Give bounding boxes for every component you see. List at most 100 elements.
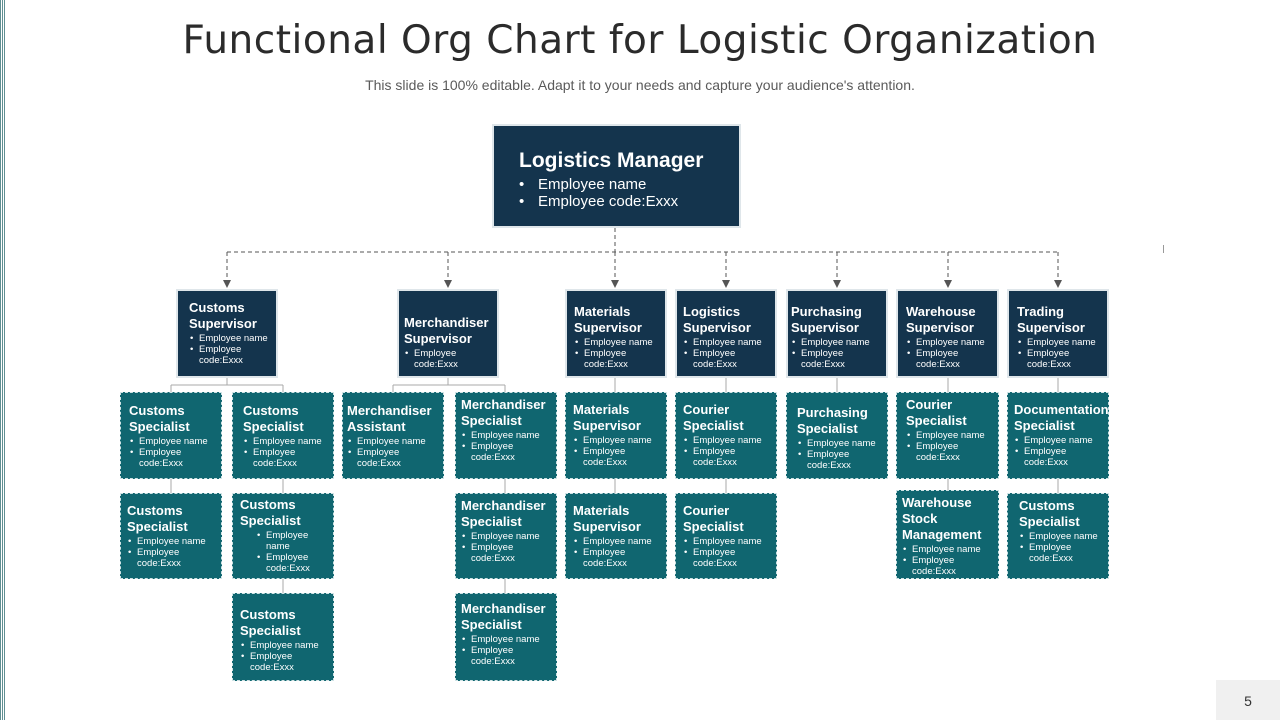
employee-code-item: Employee code:Exxx [128,547,218,569]
employee-name-item: Employee name [462,531,553,542]
employee-name-item: Employee name [257,530,318,552]
customs-specialist-box: Customs Specialist Employee nameEmployee… [232,593,334,681]
employee-code-item: Employee code:Exxx [190,344,272,366]
employee-code-item: Employee code:Exxx [684,348,771,370]
employee-name-item: Employee name [1018,337,1103,348]
employee-code-item: Employee code:Exxx [1018,348,1103,370]
documentation-specialist-box: Documentation Specialist Employee nameEm… [1007,392,1109,479]
employee-name-item: Employee name [128,536,218,547]
employee-name-item: Employee name [130,436,218,447]
employee-code-item: Employee code:Exxx [574,547,663,569]
box-title: Courier Specialist [906,397,967,428]
employee-name-item: Employee name [907,337,993,348]
merchandiser-specialist-box: Merchandiser Specialist Employee nameEmp… [455,493,557,579]
employee-code-item: Employee code:Exxx [907,441,995,463]
employee-code-item: Employee code:Exxx [574,446,663,468]
employee-name-item: Employee name [462,634,553,645]
customs-supervisor-box: Customs Supervisor Employee nameEmployee… [176,289,278,378]
box-title: Purchasing Supervisor [791,304,862,335]
box-title: Logistics Supervisor [683,304,751,335]
left-edge-stripe [0,0,6,720]
box-title: Customs Supervisor [189,300,257,331]
box-title: Merchandiser Specialist [461,601,546,632]
employee-name-item: Employee name [574,435,663,446]
employee-code-item: Employee code:Exxx [684,547,773,569]
employee-name-item: Employee name [798,438,884,449]
merchandiser-specialist-box: Merchandiser Specialist Employee nameEmp… [455,392,557,479]
box-title: Customs Specialist [1019,498,1080,529]
employee-code-item: Employee code:Exxx [405,348,495,370]
box-title: Customs Specialist [243,403,304,434]
box-title: Customs Specialist [129,403,190,434]
purchasing-supervisor-box: Purchasing Supervisor Employee nameEmplo… [786,289,888,378]
courier-specialist-box: Courier Specialist Employee nameEmployee… [675,392,777,479]
courier-specialist-box: Courier Specialist Employee nameEmployee… [675,493,777,579]
box-title: Warehouse Stock Management [902,495,982,542]
employee-name-item: Employee name [244,436,330,447]
employee-name-item: Employee name [348,436,440,447]
employee-code-item: Employee code:Exxx [1020,542,1105,564]
box-title: Warehouse Supervisor [906,304,976,335]
merchandiser-assistant-box: Merchandiser Assistant Employee nameEmpl… [342,392,444,479]
box-title: Merchandiser Assistant [347,403,432,434]
employee-name-item: Employee name [792,337,882,348]
logistics-supervisor-box: Logistics Supervisor Employee nameEmploy… [675,289,777,378]
customs-specialist-box: Customs Specialist Employee nameEmployee… [232,392,334,479]
materials-supervisor-box: Materials Supervisor Employee nameEmploy… [565,289,667,378]
employee-code-item: Employee code:Exxx [1015,446,1105,468]
materials-supervisor-box: Materials Supervisor Employee nameEmploy… [565,493,667,579]
box-title: Documentation Specialist [1014,402,1109,433]
courier-specialist-box: Courier Specialist Employee nameEmployee… [896,392,999,479]
employee-name-item: Employee name [684,536,773,547]
employee-code-item: Employee code:Exxx [792,348,882,370]
merchandiser-supervisor-box: Merchandiser Supervisor Employee code:Ex… [397,289,499,378]
box-title: Trading Supervisor [1017,304,1085,335]
box-title: Merchandiser Supervisor [404,315,489,346]
box-title: Purchasing Specialist [797,405,868,436]
box-title: Logistics Manager [519,149,704,172]
employee-code-item: Employee code:Exxx [348,447,440,469]
employee-name-item: Employee name [684,337,771,348]
merchandiser-specialist-box: Merchandiser Specialist Employee nameEmp… [455,593,557,681]
employee-code-item: Employee code:Exxx [462,542,553,564]
employee-name-item: Employee name [519,176,729,193]
employee-code-item: Employee code:Exxx [903,555,995,577]
box-title: Materials Supervisor [573,503,641,534]
box-title: Courier Specialist [683,402,744,433]
customs-specialist-box: Customs Specialist Employee nameEmployee… [232,493,334,579]
employee-name-item: Employee name [1015,435,1105,446]
employee-name-item: Employee name [462,430,553,441]
box-title: Customs Specialist [240,497,301,528]
box-title: Customs Specialist [240,607,301,638]
box-title: Customs Specialist [127,503,188,534]
employee-name-item: Employee name [190,333,272,344]
materials-supervisor-box: Materials Supervisor Employee nameEmploy… [565,392,667,479]
page-title: Functional Org Chart for Logistic Organi… [182,18,1098,63]
employee-code-item: Employee code:Exxx [241,651,330,673]
employee-name-item: Employee name [241,640,330,651]
employee-name-item: Employee name [1020,531,1105,542]
employee-code-item: Employee code:Exxx [462,645,553,667]
box-title: Materials Supervisor [574,304,642,335]
page-subtitle: This slide is 100% editable. Adapt it to… [365,77,915,93]
employee-name-item: Employee name [575,337,661,348]
box-title: Materials Supervisor [573,402,641,433]
employee-code-item: Employee code:Exxx [462,441,553,463]
box-title: Merchandiser Specialist [461,498,546,529]
purchasing-specialist-box: Purchasing Specialist Employee nameEmplo… [786,392,888,479]
employee-name-item: Employee name [903,544,995,555]
warehouse-supervisor-box: Warehouse Supervisor Employee nameEmploy… [896,289,999,378]
employee-name-item: Employee name [574,536,663,547]
box-title: Merchandiser Specialist [461,397,546,428]
employee-code-item: Employee code:Exxx [684,446,773,468]
employee-code-item: Employee code:Exxx [519,193,729,210]
employee-name-item: Employee name [684,435,773,446]
employee-code-item: Employee code:Exxx [575,348,661,370]
employee-code-item: Employee code:Exxx [244,447,330,469]
page-number: 5 [1216,680,1280,720]
employee-code-item: Employee code:Exxx [907,348,993,370]
divider-mark [1163,245,1164,253]
employee-code-item: Employee code:Exxx [130,447,218,469]
employee-code-item: Employee code:Exxx [798,449,884,471]
